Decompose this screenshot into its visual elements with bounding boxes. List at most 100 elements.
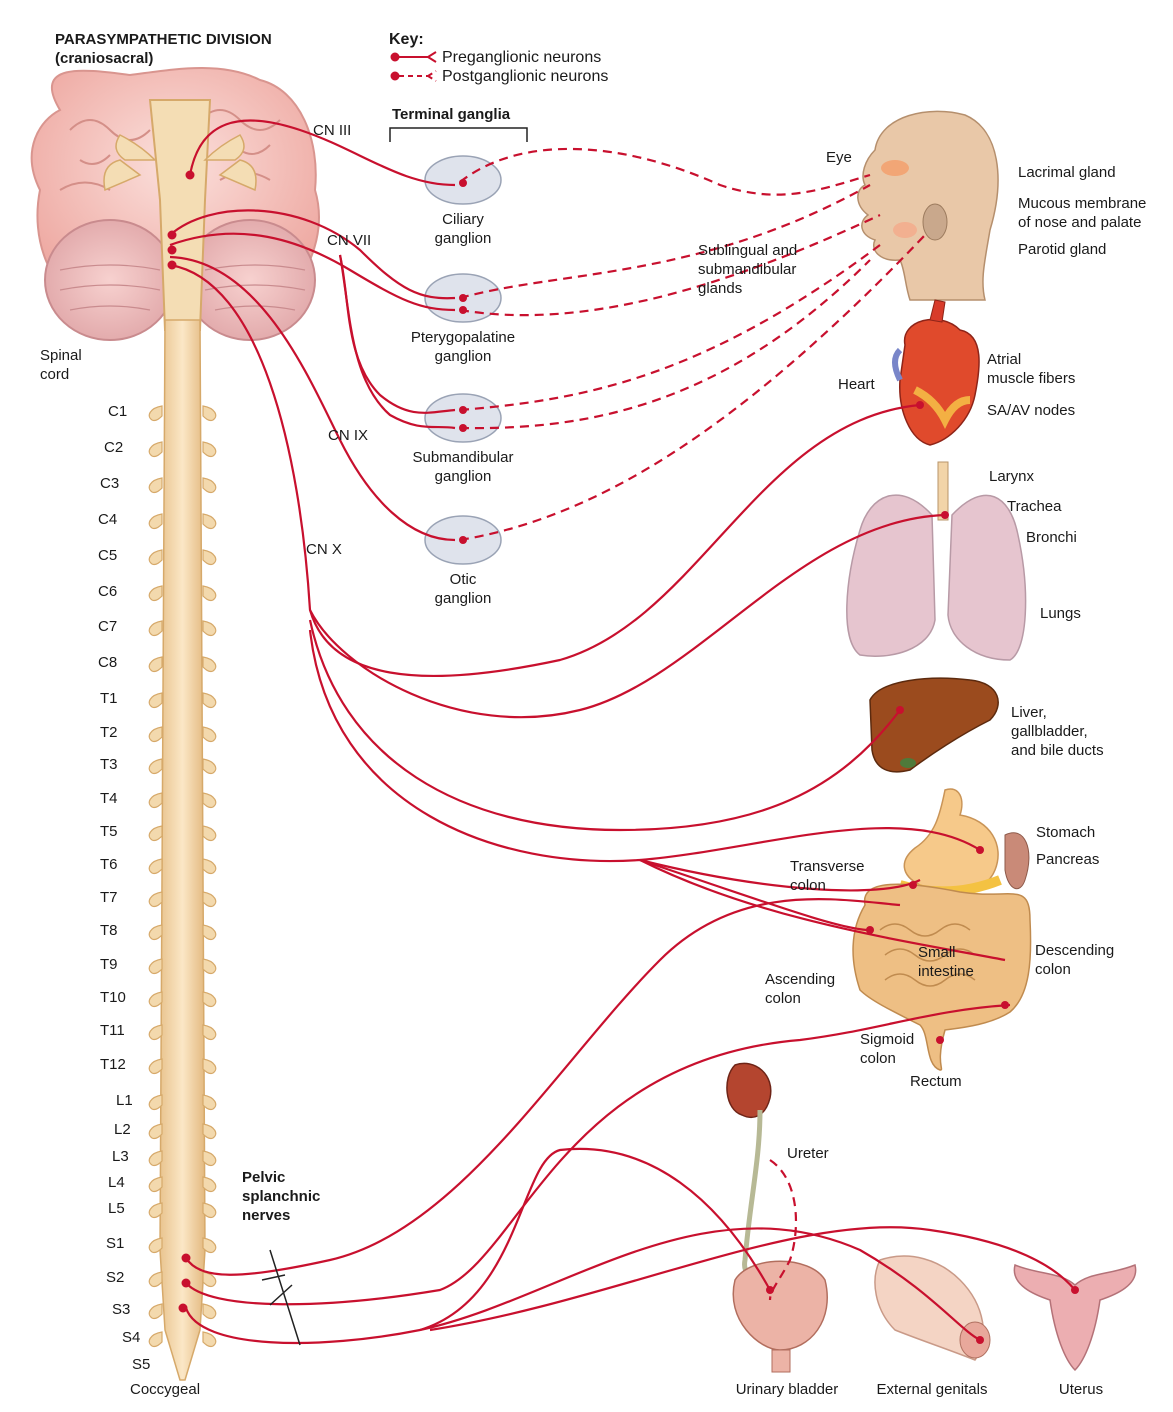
digestive-illustration (852, 788, 1032, 1071)
organ-liver-label: Liver, gallbladder, and bile ducts (1011, 704, 1104, 759)
genitals-illustration (874, 1255, 991, 1361)
spinal-nerve-root (148, 1094, 163, 1111)
key-postganglionic: Postganglionic neurons (442, 68, 609, 85)
spinal-nerve-root (148, 991, 163, 1008)
segment-label: T3 (100, 756, 118, 773)
spinal-nerve-root (148, 1123, 163, 1140)
cranial-nerve-label: CN IX (328, 427, 369, 444)
organ-genitals-label: External genitals (876, 1381, 988, 1398)
spinal-nerve-root (148, 1331, 163, 1348)
spinal-nerve-root (202, 441, 217, 458)
spinal-nerve-root (148, 620, 163, 637)
title-line-2: (craniosacral) (55, 50, 154, 67)
ciliary-ganglion-label: Ciliary ganglion (434, 211, 492, 247)
spinal-nerve-root (148, 513, 163, 530)
organ-ureter-label: Ureter (787, 1145, 829, 1162)
organ-parotid-label: Parotid gland (1018, 241, 1107, 258)
spinal-nerve-root (148, 1150, 163, 1167)
organ-eye-label: Eye (826, 149, 852, 166)
spinal-nerve-root (202, 620, 217, 637)
organ-lacrimal-label: Lacrimal gland (1018, 164, 1116, 181)
segment-label: L2 (114, 1121, 131, 1138)
segment-label: S5 (132, 1356, 151, 1373)
terminal-ganglia-heading: Terminal ganglia (392, 106, 511, 123)
spinal-nerve-root (148, 726, 163, 743)
segment-label: S3 (112, 1301, 131, 1318)
organ-pancreas-label: Pancreas (1036, 851, 1100, 868)
spinal-nerve-root (202, 924, 217, 941)
segment-label: C1 (108, 403, 128, 420)
spinal-nerve-root (148, 891, 163, 908)
segment-label: T7 (100, 889, 118, 906)
segment-label: L1 (116, 1092, 133, 1109)
spinal-nerve-root (148, 792, 163, 809)
organ-heart-label: Heart (838, 376, 875, 393)
segment-label: S1 (106, 1235, 125, 1252)
spinal-nerve-root (148, 656, 163, 673)
lungs-illustration (846, 461, 1027, 661)
spinal-nerve-root (148, 692, 163, 709)
segment-label: T8 (100, 922, 118, 939)
spinal-nerve-root (148, 477, 163, 494)
organ-trachea-label: Trachea (1007, 498, 1062, 515)
pterygopalatine-ganglion-label: Pterygopalatine ganglion (410, 329, 516, 365)
spinal-nerve-root (202, 1237, 217, 1254)
organ-rectum-label: Rectum (910, 1073, 962, 1090)
spinal-nerve-root (148, 1024, 163, 1041)
organ-mucous-label: Mucous membrane of nose and palate (1018, 195, 1147, 231)
segment-label: S2 (106, 1269, 125, 1286)
heart-illustration (892, 299, 980, 446)
key-preganglionic: Preganglionic neurons (442, 49, 602, 66)
segment-label: T6 (100, 856, 118, 873)
key-heading: Key: (389, 31, 424, 48)
organ-bladder-label: Urinary bladder (735, 1381, 839, 1398)
spinal-nerve-root (202, 1150, 217, 1167)
organ-uterus-label: Uterus (1058, 1381, 1104, 1398)
spinal-nerve-root (148, 858, 163, 875)
spinal-nerve-root (202, 1094, 217, 1111)
organ-sigmoid-colon-label: Sigmoid colon (860, 1031, 915, 1067)
segment-label: T10 (100, 989, 126, 1006)
segment-label: C8 (98, 654, 118, 671)
segment-label: T9 (100, 956, 118, 973)
key-symbols (390, 51, 437, 82)
head-illustration (857, 110, 999, 301)
spinal-nerve-root (148, 1237, 163, 1254)
spinal-cord-label: Spinal cord (40, 347, 82, 383)
spinal-nerve-root (148, 549, 163, 566)
spinal-nerve-root (202, 513, 217, 530)
segment-label: L5 (108, 1200, 125, 1217)
spinal-cord (148, 319, 217, 1381)
segment-label: T12 (100, 1056, 126, 1073)
submandibular-ganglion-label: Submandibular ganglion (412, 449, 514, 485)
segment-label: Coccygeal (130, 1381, 201, 1398)
spinal-nerve-root (202, 1123, 217, 1140)
segment-label: T4 (100, 790, 118, 807)
spinal-nerve-root (202, 477, 217, 494)
spinal-nerve-root (202, 692, 217, 709)
segment-label: C6 (98, 583, 118, 600)
spinal-nerve-root (202, 1058, 217, 1075)
pelvic-splanchnic-label: Pelvic splanchnic nerves (242, 1169, 321, 1224)
spinal-nerve-root (202, 585, 217, 602)
spinal-nerve-root (202, 1303, 217, 1320)
organ-atrial-label: Atrial muscle fibers (987, 351, 1076, 387)
segment-label: L3 (112, 1148, 129, 1165)
spinal-nerve-root (148, 958, 163, 975)
spinal-nerve-root (148, 585, 163, 602)
segment-label: C3 (100, 475, 120, 492)
spinal-nerve-root (148, 1271, 163, 1288)
spinal-nerve-root (148, 825, 163, 842)
spinal-nerve-root (148, 1176, 163, 1193)
spinal-nerve-root (148, 441, 163, 458)
spinal-nerve-root (202, 549, 217, 566)
organ-small-intestine-label: Small intestine (918, 944, 974, 980)
organ-stomach-label: Stomach (1036, 824, 1096, 841)
spinal-nerve-root (148, 1202, 163, 1219)
spinal-nerve-root (148, 405, 163, 422)
title-line-1: PARASYMPATHETIC DIVISION (55, 31, 272, 48)
segment-label: C5 (98, 547, 118, 564)
segment-label: C4 (98, 511, 118, 528)
organ-transverse-colon-label: Transverse colon (790, 858, 865, 894)
